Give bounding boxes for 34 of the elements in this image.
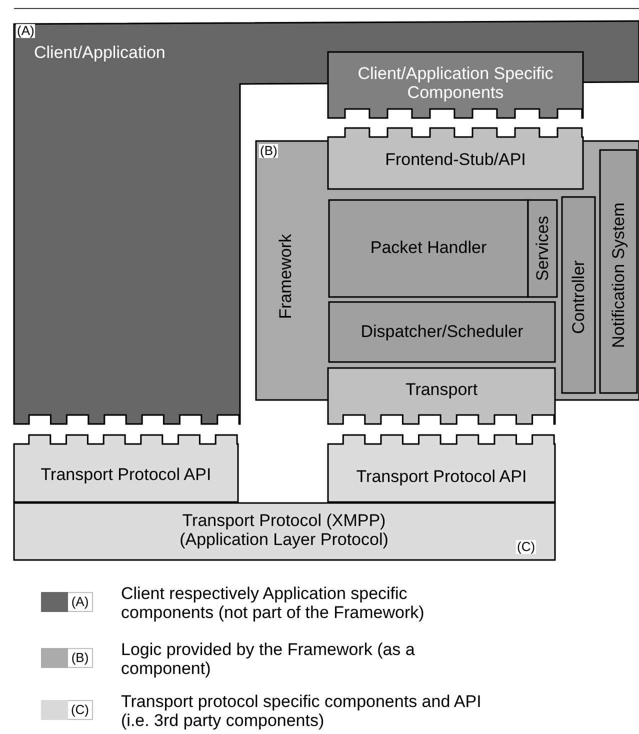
vertical-label: Services (533, 214, 552, 283)
vertical-label: Notification System (609, 201, 628, 350)
block-label: Frontend-Stub/API (384, 150, 527, 169)
module-block (600, 150, 637, 393)
component-block (328, 52, 583, 118)
vertical-label: Controller (569, 259, 588, 336)
module-block (528, 200, 557, 297)
legend-text: Logic provided by the Framework (as a component) (121, 640, 416, 678)
module-block (562, 197, 595, 393)
layer-block (328, 128, 583, 189)
layer-tag: (B) (259, 144, 278, 158)
layer-tag: (C) (516, 540, 536, 554)
layer-block (328, 368, 555, 424)
block-label: Transport (404, 380, 479, 399)
protocol-layer-block (14, 503, 555, 560)
block-label: Client/Application Specific Components (356, 64, 554, 102)
block-label: Packet Handler (369, 238, 488, 257)
block-label: Transport Protocol API (355, 467, 528, 486)
block-label: Transport Protocol (XMPP) (Application Layer Protocol) (178, 511, 390, 549)
legend-tag: (C) (68, 700, 93, 720)
legend-tag: (A) (68, 592, 93, 612)
api-block (328, 435, 555, 502)
application-layer-block (14, 21, 639, 424)
block-label: Dispatcher/Scheduler (360, 322, 524, 341)
block-label: Client/Application (34, 43, 166, 62)
legend-text: Client respectively Application specific components (not part of the Framework) (121, 584, 426, 622)
module-block (329, 200, 528, 297)
layer-tag: (A) (16, 24, 36, 38)
vertical-label: Framework (276, 232, 295, 321)
block-label: Transport Protocol API (40, 465, 212, 484)
legend-tag: (B) (68, 648, 93, 668)
module-block (329, 302, 555, 362)
legend-text: Transport protocol specific components and API (i.e. 3rd party components) (121, 692, 482, 730)
api-block (14, 435, 238, 502)
